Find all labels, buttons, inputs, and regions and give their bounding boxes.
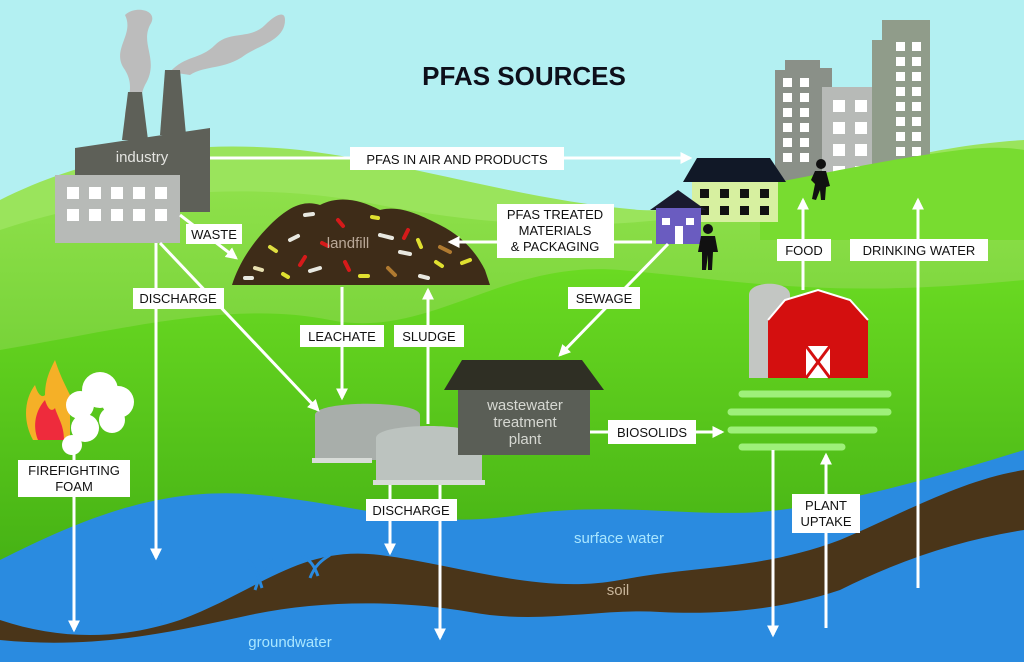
- house-icon: [650, 190, 706, 244]
- label-waste: WASTE: [186, 224, 242, 244]
- city-hill: [760, 147, 1024, 240]
- label-leachate: LEACHATE: [300, 325, 384, 347]
- arrow-discharge-tank: [158, 241, 320, 412]
- fire-icon: [26, 360, 70, 440]
- label-text: WASTE: [191, 227, 237, 242]
- soil-roots: [148, 553, 331, 616]
- label-text: & PACKAGING: [511, 239, 600, 254]
- wastewater-label-2: treatment: [493, 414, 557, 431]
- label-text: DISCHARGE: [372, 503, 450, 518]
- person-icon: [698, 224, 718, 270]
- label-text: DRINKING WATER: [863, 243, 976, 258]
- industry-label: industry: [116, 149, 169, 166]
- label-plant-uptake: PLANT UPTAKE: [792, 494, 860, 533]
- wastewater-label-1: wastewater: [486, 397, 563, 414]
- label-text: UPTAKE: [800, 514, 851, 529]
- barn-icon: [749, 283, 869, 379]
- surface-water-label: surface water: [574, 530, 664, 547]
- label-text: SEWAGE: [576, 291, 633, 306]
- label-firefighting-foam: FIREFIGHTING FOAM: [18, 460, 130, 497]
- label-text: PLANT: [805, 498, 847, 513]
- label-text: LEACHATE: [308, 329, 376, 344]
- storage-tank-icon-2: [373, 426, 485, 485]
- factory-icon: [55, 70, 210, 243]
- landfill-icon: [232, 199, 490, 285]
- crop-rows: [727, 390, 892, 451]
- label-text: BIOSOLIDS: [617, 425, 687, 440]
- page-title: PFAS SOURCES: [422, 61, 626, 91]
- label-sludge: SLUDGE: [394, 325, 464, 347]
- label-text: DISCHARGE: [139, 291, 217, 306]
- smoke-icon-2: [170, 14, 285, 76]
- label-text: FOAM: [55, 479, 93, 494]
- label-sewage: SEWAGE: [568, 287, 640, 309]
- wastewater-plant-icon: [444, 360, 604, 455]
- label-food: FOOD: [777, 239, 831, 261]
- foam-cloud-icon: [62, 372, 134, 455]
- label-biosolids: BIOSOLIDS: [608, 420, 696, 444]
- label-air-products: PFAS IN AIR AND PRODUCTS: [350, 147, 564, 170]
- apartment-building-icon: [683, 158, 786, 222]
- soil-label: soil: [607, 582, 630, 599]
- wastewater-label-3: plant: [509, 431, 542, 448]
- label-drinking-water: DRINKING WATER: [850, 239, 988, 261]
- groundwater-label: groundwater: [248, 634, 331, 651]
- city-buildings-icon: [775, 20, 930, 202]
- label-text: FIREFIGHTING: [28, 463, 120, 478]
- label-text: MATERIALS: [519, 223, 592, 238]
- label-text: FOOD: [785, 243, 823, 258]
- landfill-label: landfill: [327, 235, 370, 252]
- label-text: SLUDGE: [402, 329, 456, 344]
- walking-person-icon: [811, 159, 830, 200]
- label-treated-materials: PFAS TREATED MATERIALS & PACKAGING: [497, 204, 614, 258]
- label-discharge-industry: DISCHARGE: [133, 288, 224, 309]
- label-text: PFAS IN AIR AND PRODUCTS: [366, 152, 548, 167]
- label-discharge-plant: DISCHARGE: [366, 499, 457, 521]
- soil-layer: [0, 470, 1024, 643]
- label-text: PFAS TREATED: [507, 207, 603, 222]
